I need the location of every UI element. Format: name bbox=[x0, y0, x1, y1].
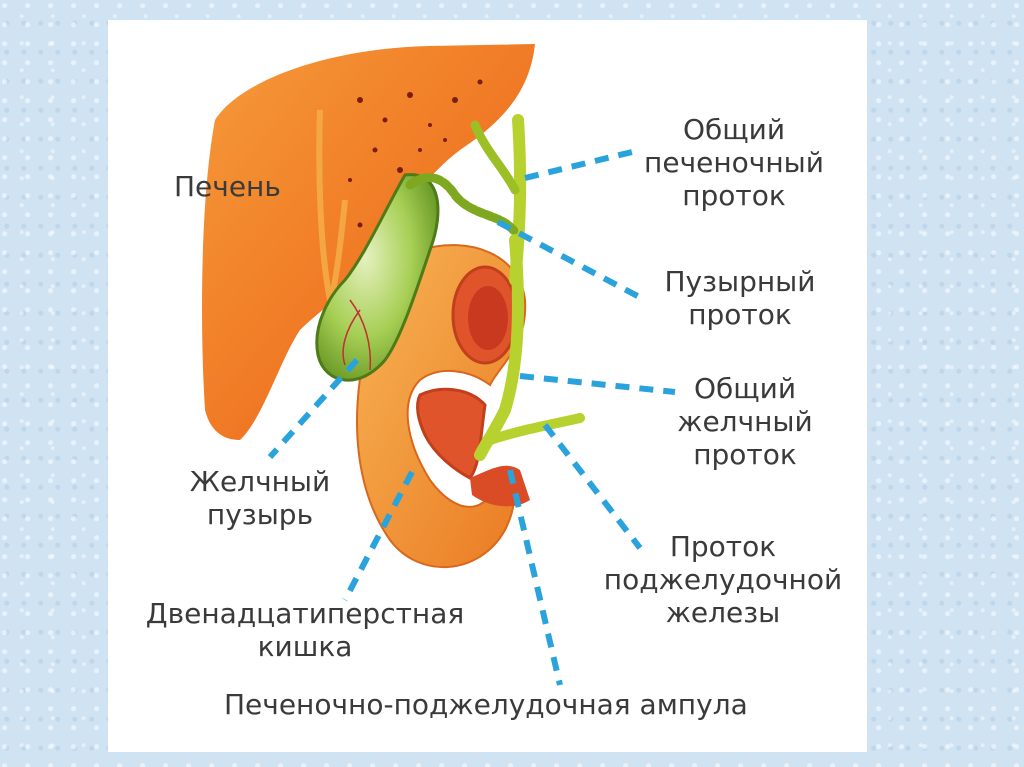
duodenum-lumen-lower bbox=[416, 387, 487, 480]
liver-pore bbox=[372, 147, 378, 153]
duodenum-lumen-upper-inner bbox=[468, 286, 508, 350]
leader-duodenum bbox=[342, 470, 415, 602]
label-line: проток bbox=[682, 179, 786, 212]
gallbladder-shape bbox=[315, 173, 440, 382]
liver-pore bbox=[477, 79, 483, 85]
liver-fold bbox=[316, 109, 348, 310]
gallbladder-vein bbox=[342, 299, 372, 371]
liver-pore bbox=[348, 178, 352, 182]
label-line: Пузырный bbox=[664, 265, 816, 298]
label-cystic-duct: Пузырный проток bbox=[650, 265, 830, 331]
leader-cystic-duct bbox=[496, 219, 647, 303]
label-ampulla: Печеночно-поджелудочная ампула bbox=[224, 688, 748, 721]
label-line: Общий bbox=[682, 113, 786, 146]
label-common-hepatic-duct: Общий печеночный проток bbox=[634, 113, 834, 212]
label-common-bile-duct: Общий желчный проток bbox=[660, 372, 830, 471]
leader-common-bile-duct bbox=[519, 373, 676, 395]
liver-pore bbox=[357, 97, 363, 103]
liver-pore bbox=[428, 123, 432, 127]
liver-pore bbox=[397, 167, 403, 173]
liver-pore bbox=[382, 117, 388, 123]
liver-pore bbox=[443, 138, 447, 142]
hepatic-branch bbox=[470, 120, 520, 195]
leader-gallbladder bbox=[267, 357, 360, 460]
label-line: проток bbox=[688, 298, 792, 331]
label-line: желчный bbox=[677, 405, 813, 438]
label-line: Двенадцатиперстная bbox=[145, 597, 465, 630]
liver-pore bbox=[418, 148, 422, 152]
label-line: Общий bbox=[693, 372, 797, 405]
liver-pore bbox=[452, 97, 458, 103]
label-line: железы bbox=[665, 596, 781, 629]
label-line: проток bbox=[693, 438, 797, 471]
label-duodenum: Двенадцатиперстная кишка bbox=[130, 597, 480, 663]
label-line: Желчный bbox=[189, 465, 331, 498]
liver-pores-group bbox=[348, 79, 483, 228]
liver-pore bbox=[357, 222, 363, 228]
label-line: кишка bbox=[257, 630, 353, 663]
label-line: поджелудочной bbox=[603, 563, 843, 596]
label-liver: Печень bbox=[174, 170, 281, 203]
label-line: пузырь bbox=[206, 498, 314, 531]
pancreatic-duct bbox=[485, 413, 585, 445]
label-gallbladder: Желчный пузырь bbox=[170, 465, 350, 531]
leader-ampulla bbox=[507, 469, 563, 686]
liver-pore bbox=[407, 92, 413, 98]
label-line: Проток bbox=[669, 530, 777, 563]
duodenum-tail bbox=[470, 465, 530, 507]
leader-common-hepatic-duct bbox=[524, 149, 633, 181]
label-line: печеночный bbox=[644, 146, 824, 179]
label-pancreatic-duct: Проток поджелудочной железы bbox=[598, 530, 848, 629]
leader-pancreatic-duct bbox=[542, 423, 643, 550]
